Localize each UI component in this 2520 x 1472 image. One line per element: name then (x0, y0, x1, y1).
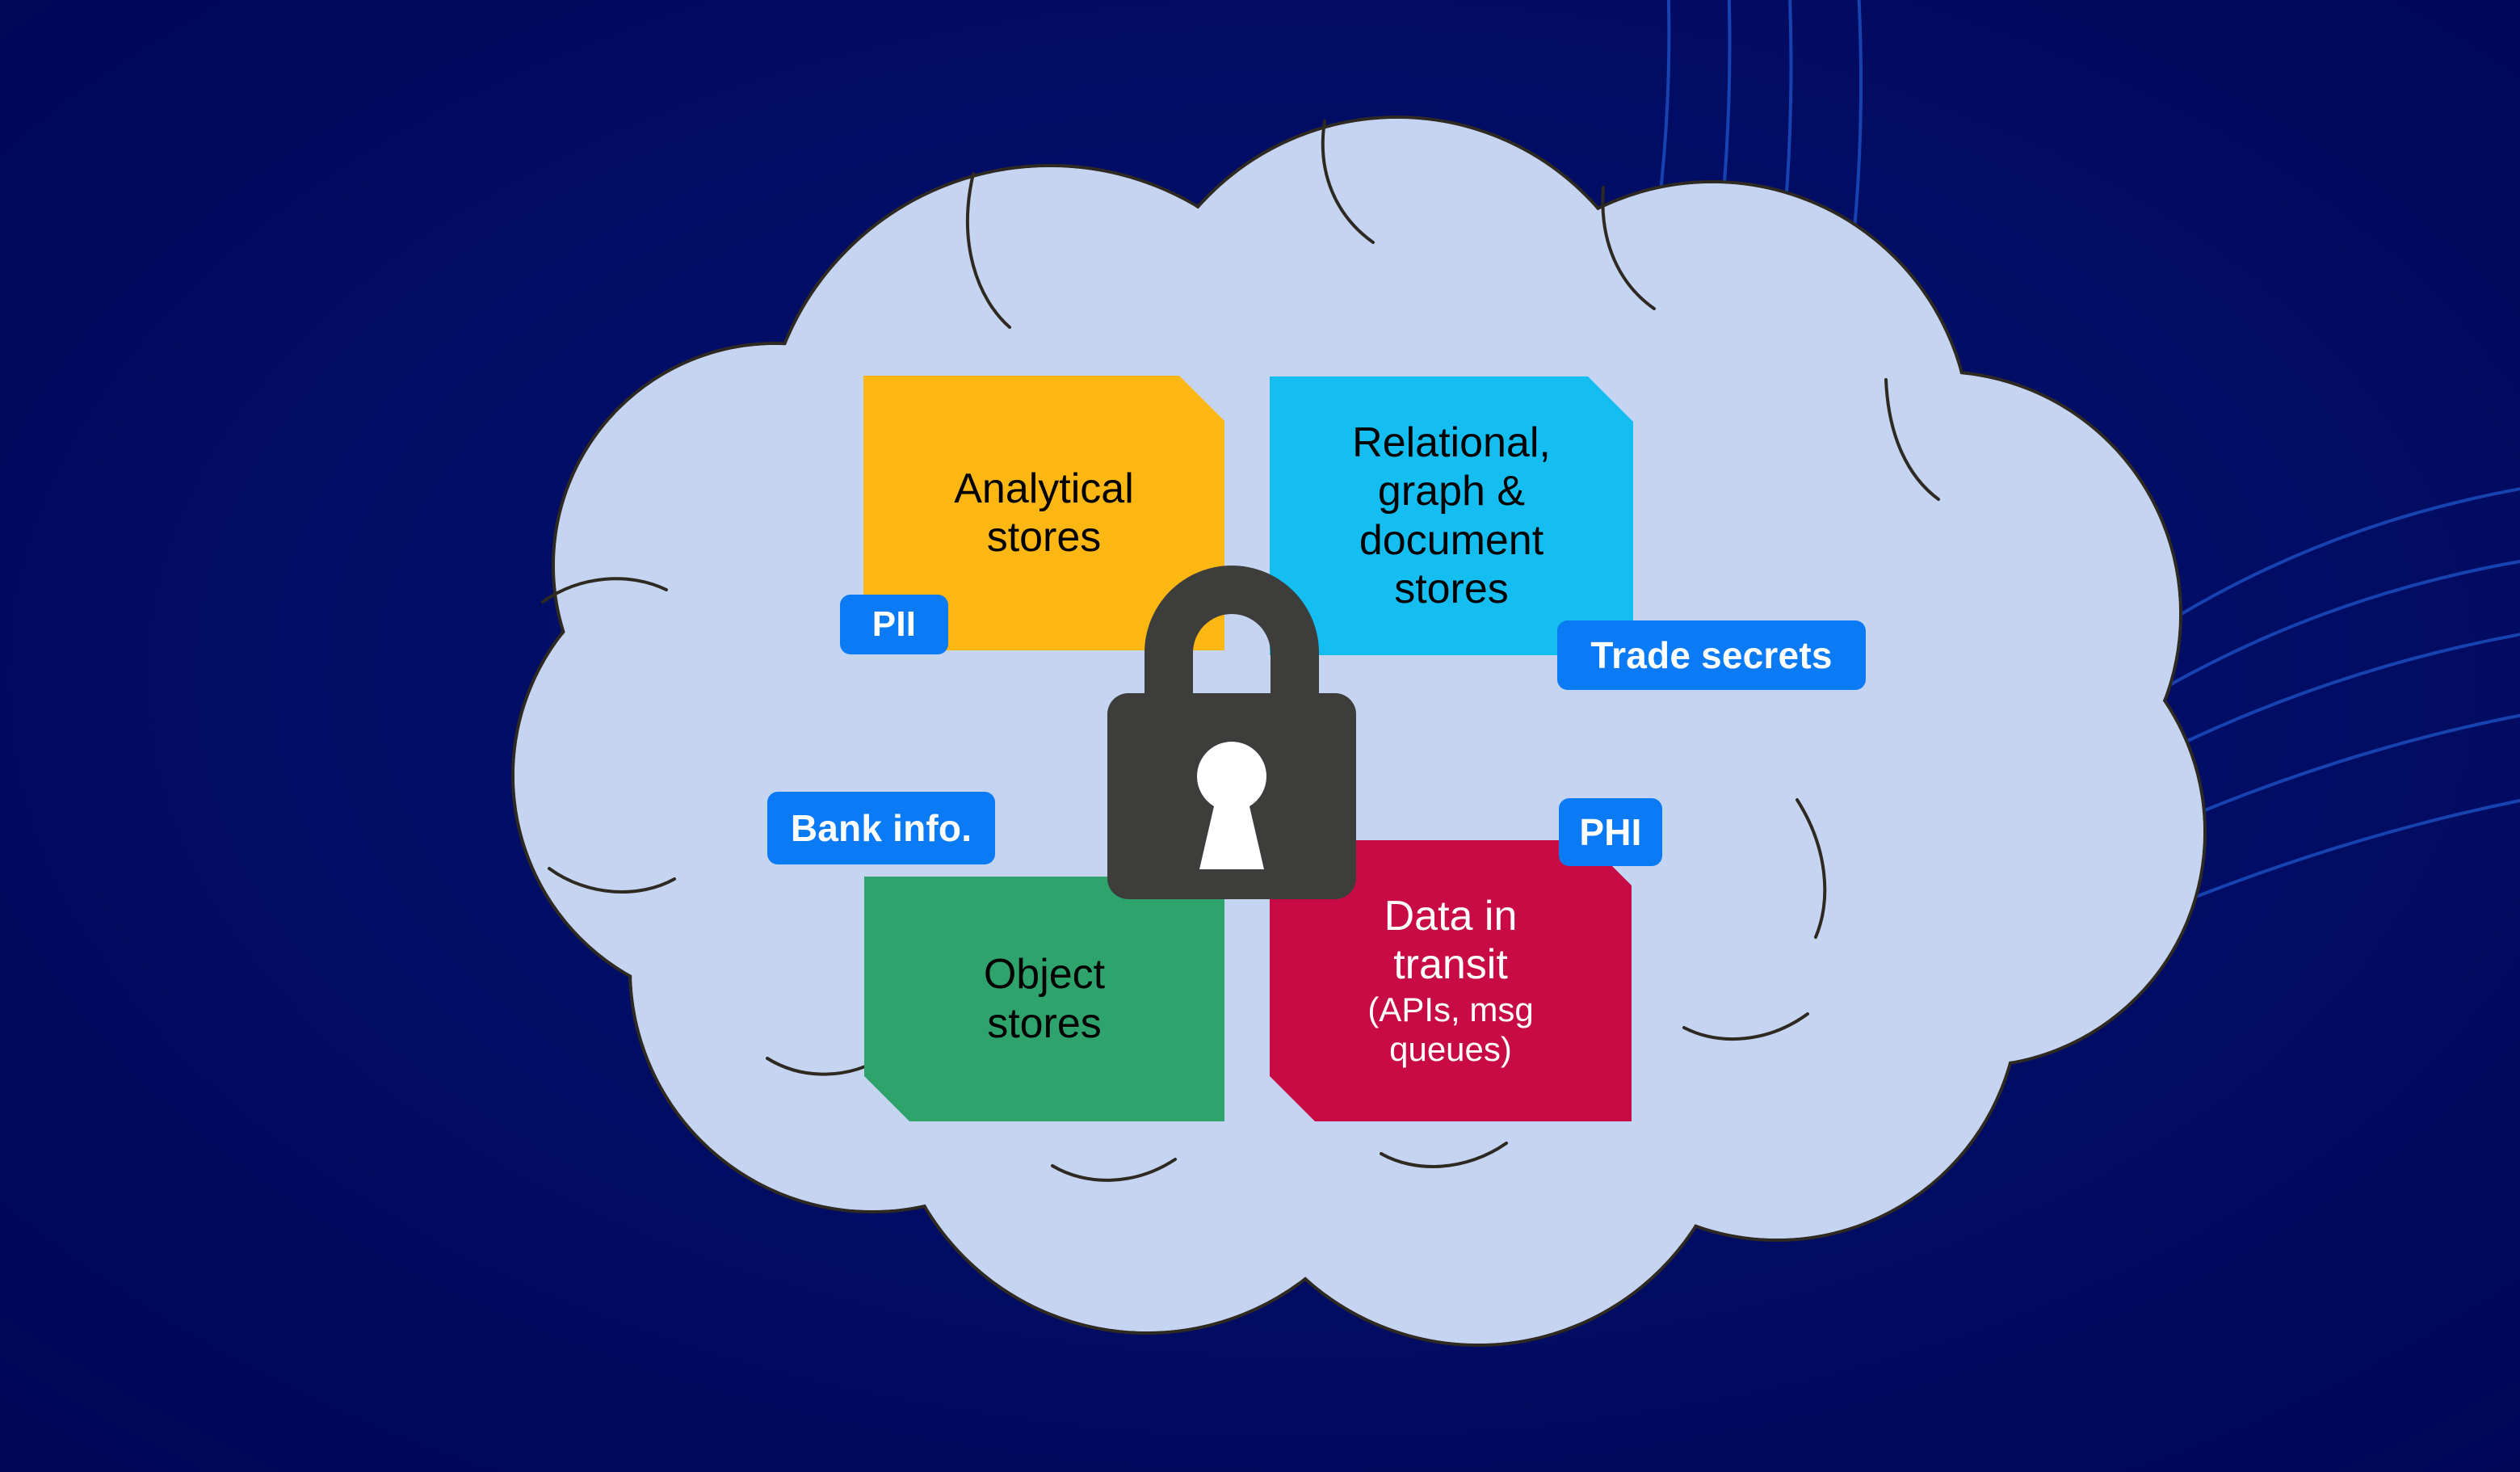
badge-pii[interactable]: PII (840, 595, 948, 654)
cloud-interior-seams (541, 120, 1940, 1182)
padlock-shackle-icon (1144, 566, 1319, 703)
badge-phi-label: PHI (1579, 811, 1642, 853)
badge-trade-secrets[interactable]: Trade secrets (1557, 620, 1866, 690)
padlock-keyhole-icon (1197, 742, 1266, 869)
badge-pii-label: PII (872, 604, 917, 644)
badge-trade-secrets-label: Trade secrets (1590, 634, 1833, 676)
badge-bank-info[interactable]: Bank info. (767, 792, 995, 864)
padlock-icon (1094, 557, 1369, 905)
badge-bank-info-label: Bank info. (790, 807, 972, 849)
badge-phi[interactable]: PHI (1559, 798, 1662, 866)
